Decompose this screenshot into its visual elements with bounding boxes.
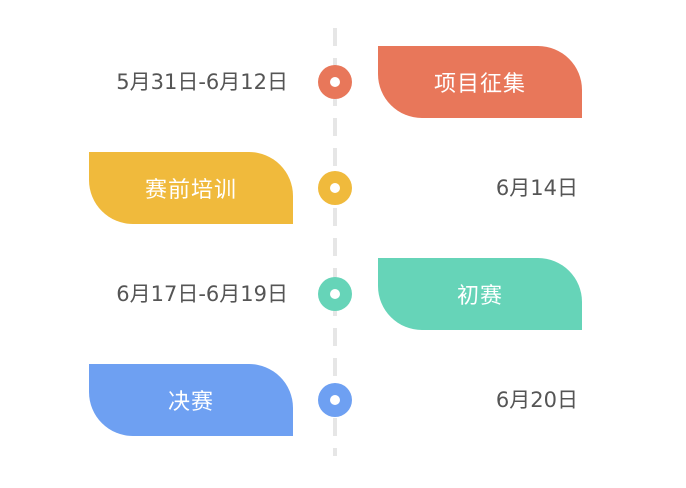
stage-marker-dot xyxy=(318,171,352,205)
timeline-stage: 赛前培训 6月14日 xyxy=(0,152,686,224)
timeline-stage: 决赛 6月20日 xyxy=(0,364,686,436)
stage-label: 赛前培训 xyxy=(89,152,293,224)
stage-date: 6月20日 xyxy=(495,388,578,412)
timeline-stage: 5月31日-6月12日 项目征集 xyxy=(0,46,686,118)
stage-label: 初赛 xyxy=(378,258,582,330)
stage-label: 项目征集 xyxy=(378,46,582,118)
stage-date: 6月17日-6月19日 xyxy=(116,282,288,306)
stage-marker-dot xyxy=(318,277,352,311)
stage-date: 5月31日-6月12日 xyxy=(116,70,288,94)
stage-date: 6月14日 xyxy=(495,176,578,200)
timeline-stage: 6月17日-6月19日 初赛 xyxy=(0,258,686,330)
stage-marker-dot xyxy=(318,383,352,417)
stage-label: 决赛 xyxy=(89,364,293,436)
stage-marker-dot xyxy=(318,65,352,99)
timeline-axis xyxy=(333,28,337,456)
